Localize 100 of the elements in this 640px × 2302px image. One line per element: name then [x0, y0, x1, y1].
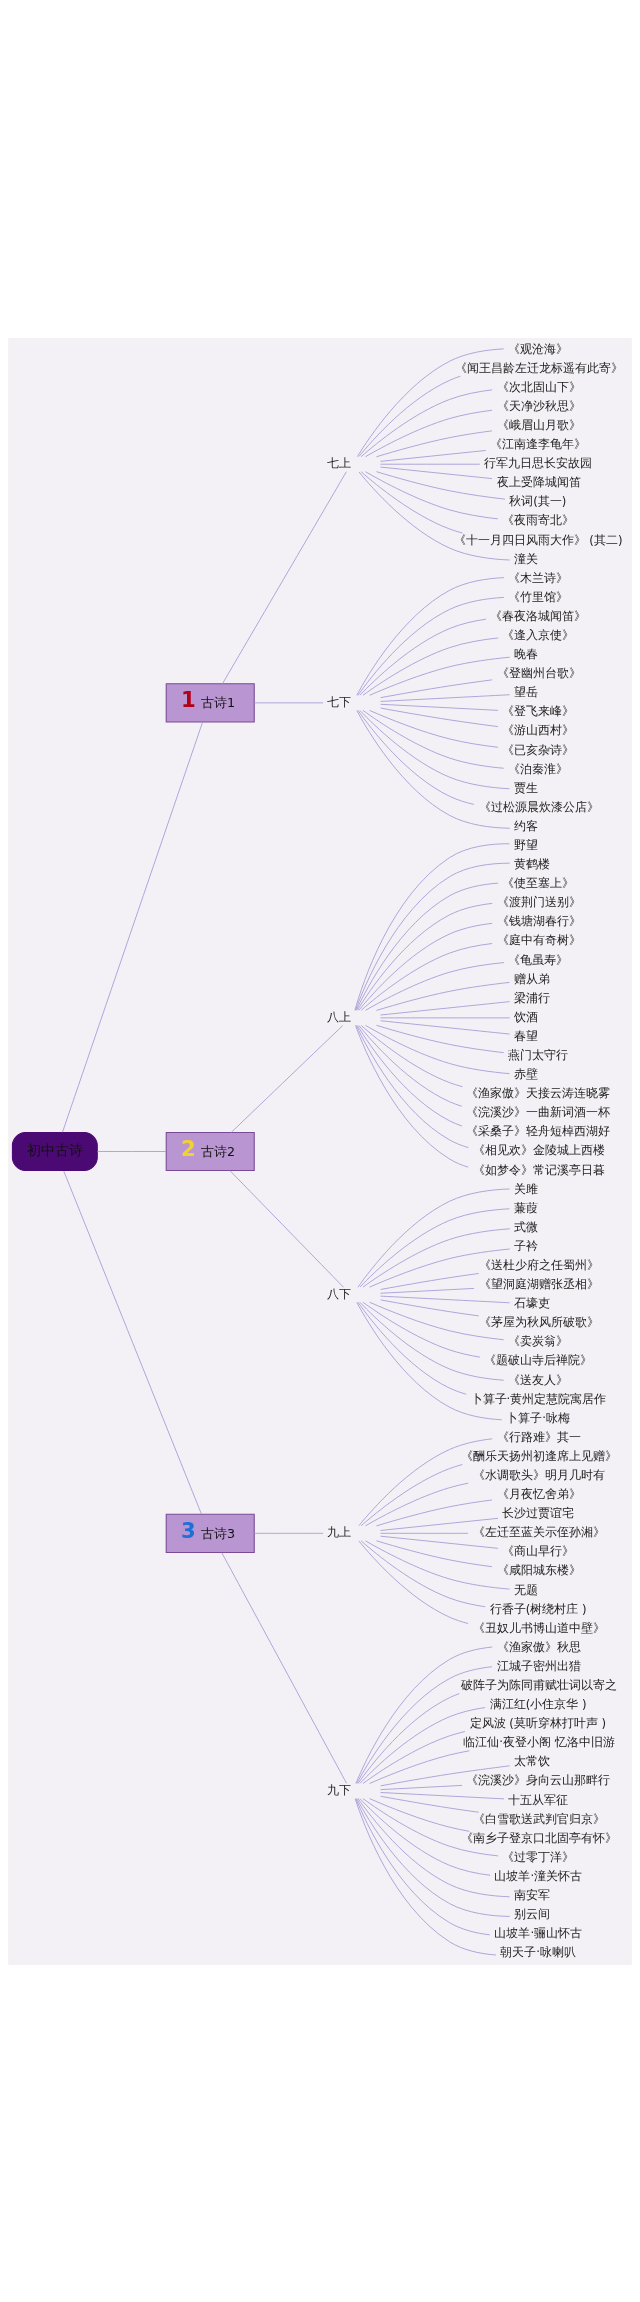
connector [355, 1797, 491, 1935]
node-text: 太常饮 [514, 1753, 551, 1768]
node-text: 《南乡子登京口北固亭有怀》 [460, 1830, 617, 1845]
connector [376, 1024, 505, 1053]
node-text: 朝天子·咏喇叭 [500, 1944, 577, 1959]
connector [365, 1539, 511, 1590]
node-text: 满江红(小住京华 ) [489, 1696, 587, 1711]
connector [358, 1024, 463, 1107]
node-text: 《钱塘湖春行》 [496, 913, 581, 928]
connector [357, 709, 475, 805]
connector [62, 721, 204, 1133]
connector [360, 1463, 463, 1526]
connector [365, 1024, 511, 1074]
connector [380, 678, 493, 698]
node-text: 式微 [514, 1219, 539, 1234]
node-text: 蒹葭 [514, 1200, 539, 1215]
connector [358, 1437, 493, 1526]
node-text: 别云间 [514, 1906, 551, 1921]
connector [369, 656, 511, 696]
node-text: 《渔家傲》秋思 [496, 1639, 581, 1654]
connector [356, 1024, 463, 1126]
node-text: 《夜雨寄北》 [502, 512, 575, 527]
node-text: 《天净沙秋思》 [496, 398, 581, 413]
connector [356, 1301, 503, 1420]
node-text: 《茅屋为秋风所破歌》 [478, 1314, 599, 1329]
node-text: 《次北固山下》 [496, 379, 581, 394]
connector [96, 1150, 167, 1152]
node-text: 山坡羊·骊山怀古 [494, 1925, 583, 1940]
connector [380, 1000, 511, 1015]
node-text: 《酬乐天扬州初逢席上见赠》 [460, 1448, 617, 1463]
connector [359, 1797, 491, 1876]
node-text: 《庭中有奇树》 [496, 932, 581, 947]
node-text: 长沙过贾谊宅 [502, 1505, 575, 1520]
node-text: 八上 [327, 1009, 352, 1024]
node-text: 《白雪歌送武判官归京》 [472, 1811, 605, 1826]
node-text: 《渡荆门送别》 [496, 894, 581, 909]
connector [380, 1764, 511, 1786]
node-text: 子衿 [514, 1238, 539, 1253]
node-text: 赤壁 [514, 1066, 539, 1081]
node-text: 山坡羊·潼关怀古 [494, 1868, 583, 1883]
node-text: 夜上受降城闻笛 [496, 474, 581, 489]
connector [362, 1730, 466, 1784]
connector [229, 1169, 344, 1288]
connector [380, 1517, 499, 1531]
connector [380, 1795, 480, 1813]
node-text: 《闻王昌龄左迁龙标遥有此寄》 [454, 360, 623, 375]
connector [369, 1301, 505, 1340]
node-text: 七下 [327, 694, 352, 709]
node-text: 《采桑子》轻舟短棹西湖好 [466, 1123, 611, 1138]
node-text: 《泊秦淮》 [508, 761, 569, 776]
node-text: 赠从弟 [514, 971, 551, 986]
connector [380, 703, 499, 711]
node-text: 《浣溪沙》身向云山那畔行 [466, 1772, 611, 1787]
connector [63, 1170, 202, 1514]
connector [359, 709, 510, 789]
node-box: 初中古诗 [11, 1131, 98, 1171]
node-text: 《峨眉山月歌》 [496, 417, 581, 432]
node-text: 《浣溪沙》一曲新词酒一杯 [466, 1104, 611, 1119]
node-text: 九上 [327, 1524, 352, 1539]
connector [221, 1551, 347, 1784]
connector [355, 882, 499, 1011]
node-text: 行军九日思长安故园 [484, 455, 593, 470]
connector [376, 1539, 493, 1567]
connector [358, 1540, 469, 1624]
connector [357, 1301, 467, 1395]
node-text: 《送杜少府之任蜀州》 [478, 1257, 599, 1272]
connector [359, 1706, 486, 1784]
connector [360, 470, 463, 533]
connector [357, 1797, 510, 1897]
connector [358, 375, 461, 457]
node-text: 约客 [514, 818, 539, 833]
connector [380, 1272, 480, 1290]
connector [380, 1791, 505, 1799]
node-text: 秋词(其一) [509, 493, 567, 508]
connector [369, 1797, 470, 1832]
node-text: 《龟虽寿》 [508, 952, 569, 967]
node-text: 《相见欢》金陵城上西楼 [472, 1142, 605, 1157]
connector [230, 1024, 344, 1133]
node-text: 贾生 [514, 780, 539, 795]
node-text: 卜算子·黄州定慧院寓居作 [470, 1391, 607, 1406]
node-text: 《卖炭翁》 [508, 1333, 569, 1348]
connector [380, 1019, 511, 1034]
node-box: 3 古诗3 [165, 1513, 255, 1553]
node-text: 石壕吏 [514, 1295, 551, 1310]
connector [369, 709, 499, 748]
node-text: 春望 [514, 1028, 539, 1043]
connector [380, 1016, 511, 1018]
node-text: 潼关 [514, 551, 539, 566]
connector [357, 1188, 510, 1288]
connector [380, 1532, 469, 1534]
connector [354, 1797, 497, 1955]
connector [358, 922, 493, 1011]
connector [380, 1535, 499, 1549]
node-text: 七上 [327, 455, 352, 470]
node-text: 燕门太守行 [508, 1047, 569, 1062]
node-text: 《商山早行》 [502, 1543, 575, 1558]
connector [380, 693, 511, 702]
node-text: 野望 [514, 837, 539, 852]
node-box: 1 古诗1 [165, 682, 255, 722]
node-text: 《如梦令》常记溪亭日暮 [472, 1162, 605, 1177]
